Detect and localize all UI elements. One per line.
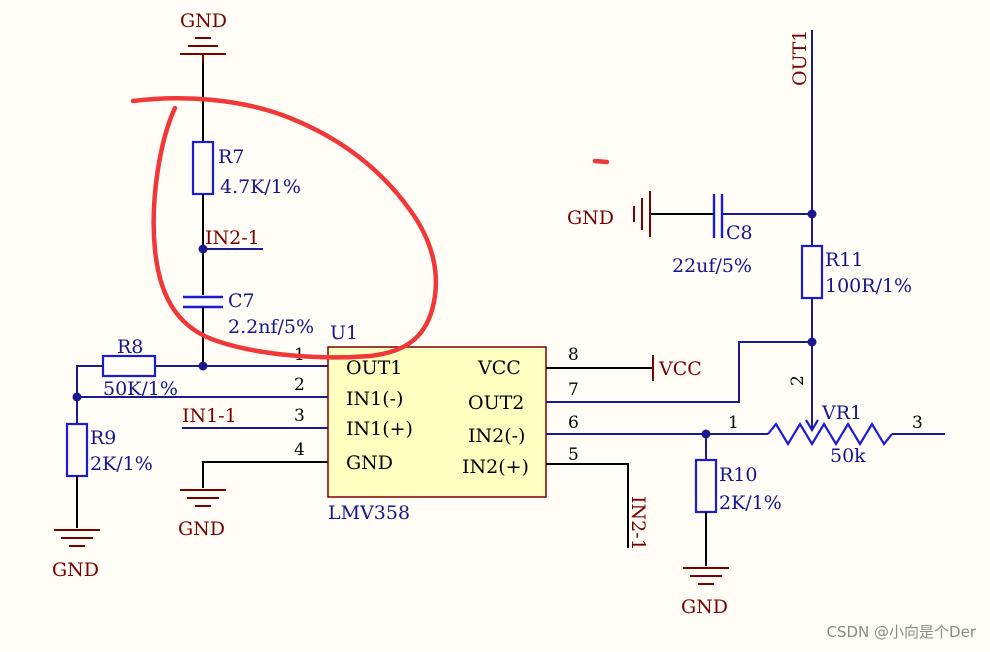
gnd-symbol-pin4: GND <box>178 489 226 540</box>
r8-ref: R8 <box>117 336 143 358</box>
annotation-circle <box>130 96 439 360</box>
wire-r8-r9 <box>76 365 103 424</box>
pin-num-5: 5 <box>568 445 579 465</box>
pin-name-gnd: GND <box>346 452 393 474</box>
vr1-pin-3: 3 <box>912 413 923 433</box>
potentiometer-vr1 <box>767 421 893 447</box>
pin-name-in2-plus: IN2(+) <box>462 456 529 478</box>
gnd-label-top: GND <box>180 10 227 32</box>
net-out1: OUT1 <box>789 30 811 86</box>
gnd-label-c8: GND <box>567 207 614 229</box>
net-in2-1-bottom: IN2-1 <box>627 496 649 551</box>
pin-num-8: 8 <box>568 345 579 365</box>
wire-pin7 <box>546 341 812 403</box>
resistor-r11 <box>800 244 824 300</box>
gnd-label-r10: GND <box>681 596 728 618</box>
wire-pin4 <box>202 461 328 488</box>
vr1-ref: VR1 <box>821 402 862 424</box>
pin-name-in1-plus: IN1(+) <box>346 418 413 440</box>
c8-ref: C8 <box>726 222 753 244</box>
r10-ref: R10 <box>719 464 757 486</box>
pin-num-7: 7 <box>568 380 579 400</box>
vr1-pin-1: 1 <box>728 413 739 433</box>
gnd-symbol-top: GND <box>180 10 227 62</box>
watermark: CSDN @小向是个Der <box>826 623 976 641</box>
vr1-pin-2: 2 <box>788 375 808 386</box>
annotation-dash <box>592 158 610 165</box>
r8-value: 50K/1% <box>103 378 178 400</box>
resistor-r9 <box>65 422 89 478</box>
pin-num-2: 2 <box>294 375 305 395</box>
gnd-symbol-r9: GND <box>52 529 100 581</box>
c7-ref: C7 <box>228 290 255 312</box>
gnd-symbol-c8: GND <box>567 191 651 237</box>
resistor-r8 <box>101 354 157 378</box>
r9-ref: R9 <box>90 427 116 449</box>
pin-name-in2-minus: IN2(-) <box>468 425 525 447</box>
chip-u1 <box>327 346 547 498</box>
net-vcc: VCC <box>658 358 702 380</box>
gnd-symbol-r10: GND <box>681 567 729 618</box>
wire-pin5 <box>546 463 629 548</box>
vr1-value: 50k <box>830 445 866 467</box>
pin-name-out1: OUT1 <box>346 357 402 379</box>
pin-num-6: 6 <box>568 413 579 433</box>
pin-num-4: 4 <box>294 440 305 460</box>
r11-value: 100R/1% <box>825 275 912 297</box>
net-in2-1-top: IN2-1 <box>205 227 260 249</box>
gnd-label-pin4: GND <box>178 518 225 540</box>
gnd-label-r9: GND <box>52 559 99 581</box>
resistor-r10 <box>694 458 718 514</box>
pin-name-in1-minus: IN1(-) <box>346 388 403 410</box>
net-in1-1: IN1-1 <box>182 405 237 427</box>
chip-part: LMV358 <box>328 502 410 524</box>
chip-ref: U1 <box>330 322 358 344</box>
r11-ref: R11 <box>825 249 863 271</box>
pin-num-3: 3 <box>294 406 305 426</box>
r10-value: 2K/1% <box>719 492 782 514</box>
resistor-r7 <box>191 140 215 196</box>
junction-out2 <box>807 337 817 347</box>
r7-value: 4.7K/1% <box>220 176 301 198</box>
c7-value: 2.2nf/5% <box>228 316 314 338</box>
c8-value: 22uf/5% <box>672 255 752 277</box>
r9-value: 2K/1% <box>90 453 153 475</box>
pin-name-vcc: VCC <box>477 357 521 379</box>
pin-name-out2: OUT2 <box>468 392 524 414</box>
r7-ref: R7 <box>218 146 244 168</box>
